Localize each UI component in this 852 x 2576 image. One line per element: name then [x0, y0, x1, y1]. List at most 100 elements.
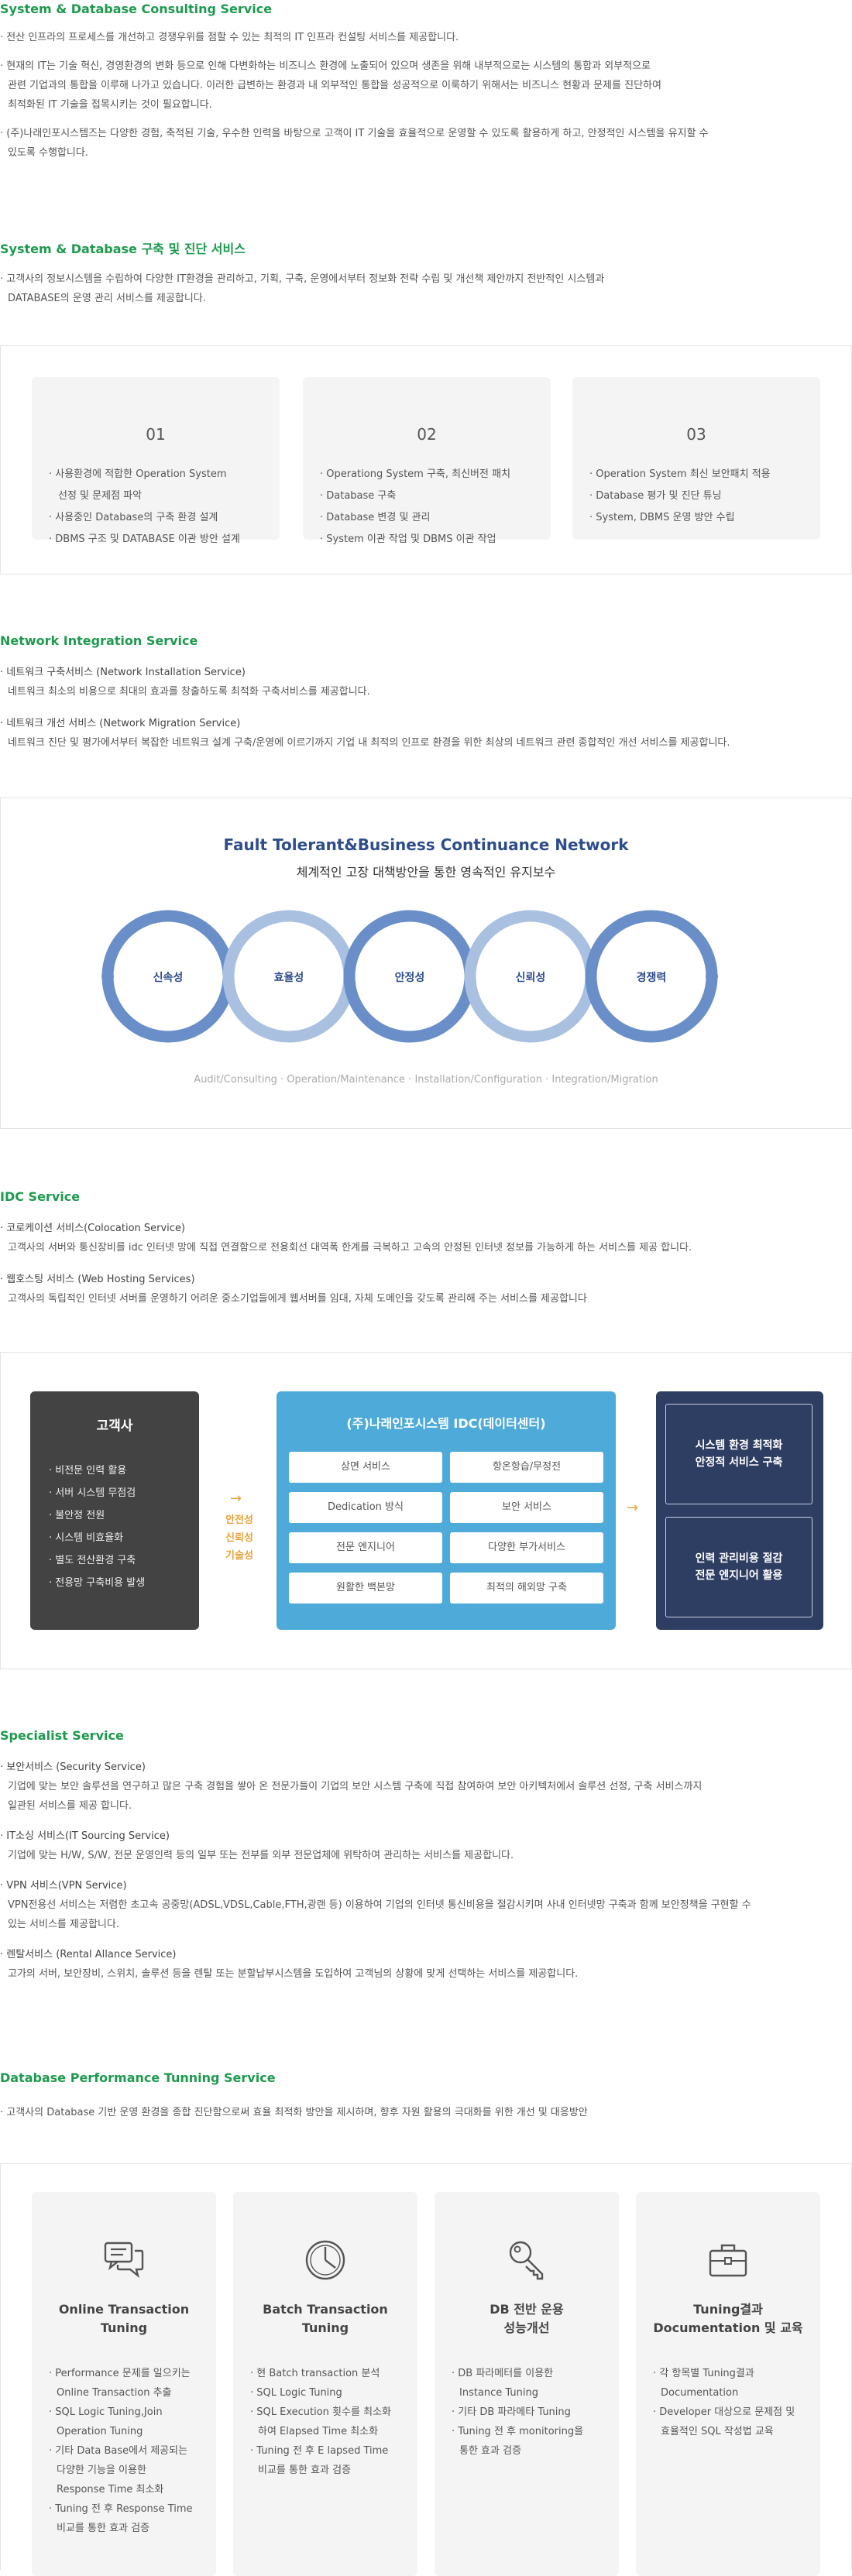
list-item: Database 평가 및 진단 튜닝	[589, 485, 771, 507]
ring-label: 신뢰성	[515, 972, 546, 984]
list-item: 비전문 인력 활용	[49, 1460, 145, 1482]
card-list: 사용환경에 적합한 Operation System 선정 및 문제점 파악 사…	[49, 464, 240, 551]
idc-chip: 항온항습/무정전	[450, 1452, 603, 1483]
diagram-subtitle: 체계적인 고장 대책방안을 통한 영속적인 유지보수	[296, 865, 556, 880]
list-item: DBMS 구조 및 DATABASE 이관 방안 설계	[49, 529, 240, 551]
list-item: 사용환경에 적합한 Operation System	[49, 464, 240, 485]
list-item: Instance Tuning	[459, 2387, 538, 2399]
list-item: SQL Logic Tuning,Join	[49, 2403, 204, 2422]
sysdb-build-line: · 고객사의 정보시스템을 수립하여 다양한 IT환경을 관리하고, 기획, 구…	[0, 273, 605, 285]
card-list: 각 항목별 Tuning결과 Documentation Developer 대…	[653, 2364, 808, 2441]
network-diagram-panel: Fault Tolerant&Business Continuance Netw…	[0, 797, 852, 1129]
idc-desc: · 코로케이션 서비스(Colocation Service) 고객사의 서버와…	[0, 1219, 821, 1309]
result-line: 전문 엔지니어 활용	[695, 1569, 783, 1582]
chat-bubbles-icon	[104, 2242, 144, 2279]
sysdb-build-panel: 01 사용환경에 적합한 Operation System 선정 및 문제점 파…	[0, 345, 852, 575]
list-item: 별도 전산환경 구축	[49, 1549, 145, 1572]
sysdb-consulting-line: 있도록 수행합니다.	[8, 147, 88, 159]
sysdb-card-03: 03 Operation System 최신 보안패치 적용 Database …	[572, 377, 820, 540]
ring-label: 신속성	[153, 972, 184, 984]
specialist-item-desc: 고가의 서버, 보안장비, 스위치, 솔루션 등을 렌탈 또는 분할납부시스템을…	[8, 1968, 579, 1980]
idc-chip: 다양한 부가서비스	[450, 1532, 603, 1563]
list-item: Online Transaction 추출	[57, 2387, 172, 2399]
list-item: SQL Execution 횟수를 최소화	[250, 2403, 405, 2422]
list-item: 사용중인 Database의 구축 환경 설계	[49, 507, 240, 529]
idc-center-title: (주)나래인포시스템 IDC(데이터센터)	[346, 1416, 546, 1431]
specialist-desc: · 보안서비스 (Security Service) 기업에 맞는 보안 솔루션…	[0, 1758, 821, 1984]
mid-label-line: 신뢰성	[225, 1532, 253, 1544]
list-item: 다양한 기능을 이용한	[57, 2465, 146, 2476]
sysdb-consulting-line: · 전산 인프라의 프로세스를 개선하고 경쟁우위를 점할 수 있는 최적의 I…	[0, 32, 459, 43]
mid-label-line: 기술성	[225, 1550, 253, 1562]
result-line: 시스템 환경 최적화	[695, 1439, 783, 1452]
card-list: 현 Batch transaction 분석 SQL Logic Tuning …	[250, 2364, 405, 2480]
result-line: 안정적 서비스 구축	[695, 1456, 783, 1469]
list-item: Tuning 전 후 E lapsed Time	[250, 2441, 405, 2461]
network-item-title: · 네트워크 개선 서비스 (Network Migration Service…	[0, 718, 241, 729]
specialist-item-desc: 일관된 서비스를 제공 합니다.	[8, 1800, 132, 1812]
list-item: 기타 DB 파라메타 Tuning	[452, 2403, 606, 2422]
result-line: 인력 관리비용 절감	[695, 1552, 783, 1565]
specialist-item-desc: 기업에 맞는 보안 솔루션을 연구하고 많은 구축 경험을 쌓아 온 전문가들이…	[8, 1781, 703, 1792]
sysdb-consulting-line: · (주)나래인포시스템즈는 다양한 경험, 축적된 기술, 우수한 인력을 바…	[0, 128, 709, 139]
list-item: 통한 효과 검증	[459, 2445, 522, 2457]
list-item: 전용망 구축비용 발생	[49, 1572, 145, 1594]
list-item: 기타 Data Base에서 제공되는	[49, 2441, 204, 2461]
idc-chip: 원활한 백본망	[289, 1573, 442, 1604]
specialist-item-title: · 보안서비스 (Security Service)	[0, 1761, 146, 1773]
idc-chip: 보안 서비스	[450, 1492, 603, 1523]
list-item: 시스템 비효율화	[49, 1527, 145, 1549]
ring-label: 효율성	[273, 972, 304, 984]
list-item: System 이관 작업 및 DBMS 이관 작업	[320, 529, 510, 551]
sysdb-build-line: DATABASE의 운영 관리 서비스를 제공합니다.	[8, 293, 206, 304]
briefcase-icon	[709, 2244, 747, 2277]
list-item: Tuning 전 후 Response Time	[49, 2499, 204, 2519]
mid-label: 안전성 신뢰성 기술성	[216, 1511, 263, 1565]
sysdb-consulting-desc: · 전산 인프라의 프로세스를 개선하고 경쟁우위를 점할 수 있는 최적의 I…	[0, 28, 821, 163]
dbperf-desc: · 고객사의 Database 기반 운영 환경을 종합 진단함으로써 효율 최…	[0, 2107, 588, 2118]
idc-diagram-panel: 고객사 비전문 인력 활용 서버 시스템 무점검 불안정 전원 시스템 비효율화…	[0, 1352, 852, 1669]
mid-label-line: 안전성	[225, 1514, 253, 1526]
network-item-desc: 네트워크 최소의 비용으로 최대의 효과를 창출하도록 최적화 구축서비스를 제…	[8, 686, 370, 698]
card-number: 02	[417, 425, 437, 444]
list-item: Tuning 전 후 monitoring을	[452, 2422, 606, 2441]
ring-label: 안정성	[394, 972, 425, 984]
customer-title: 고객사	[96, 1418, 133, 1434]
list-item: DB 파라메터를 이용한	[452, 2364, 606, 2383]
idc-chip: Dedication 방식	[289, 1492, 442, 1523]
idc-item-desc: 고객사의 서버와 통신장비를 idc 인터넷 망에 직접 연결함으로 전용회선 …	[8, 1242, 692, 1254]
list-item: Operation System 최신 보안패치 적용	[589, 464, 770, 485]
idc-chip: 전문 엔지니어	[289, 1532, 442, 1563]
section-title-network: Network Integration Service	[0, 633, 198, 648]
card-list: Performance 문제를 일으키는 Online Transaction …	[49, 2364, 204, 2538]
ring-end-dot	[101, 970, 114, 983]
customer-box: 고객사 비전문 인력 활용 서버 시스템 무점검 불안정 전원 시스템 비효율화…	[30, 1391, 199, 1630]
idc-item-title: · 웹호스팅 서비스 (Web Hosting Services)	[0, 1274, 195, 1285]
list-item: Operationg System 구축, 최신버전 패치	[320, 464, 510, 485]
specialist-item-desc: 기업에 맞는 H/W, S/W, 전문 운영인력 등의 일부 또는 전부를 외부…	[8, 1850, 514, 1861]
arrow-right-icon: →	[230, 1490, 242, 1507]
list-item: Response Time 최소화	[57, 2484, 164, 2495]
network-item-desc: 네트워크 진단 및 평가에서부터 복잡한 네트워크 설계 구축/운영에 이르기까…	[8, 737, 730, 749]
list-item: 비교를 통한 효과 검증	[258, 2465, 352, 2476]
list-item: 효율적인 SQL 작성법 교육	[661, 2426, 774, 2437]
sysdb-consulting-line: 관련 기업과의 통합을 이루해 나가고 있습니다. 이러한 급변하는 환경과 내…	[8, 80, 661, 91]
section-title-sysdb-build: System & Database 구축 및 진단 서비스	[0, 242, 246, 256]
section-title-idc: IDC Service	[0, 1189, 81, 1204]
card-list: Operation System 최신 보안패치 적용 Database 평가 …	[589, 464, 771, 529]
list-item: 하여 Elapsed Time 최소화	[258, 2426, 379, 2437]
list-item: 서버 시스템 무점검	[49, 1482, 145, 1504]
list-item: 각 항목별 Tuning결과	[653, 2364, 808, 2383]
arrow-right-icon: →	[627, 1500, 639, 1516]
card-list: Operationg System 구축, 최신버전 패치 Database 구…	[320, 464, 510, 551]
card-list: DB 파라메터를 이용한 Instance Tuning 기타 DB 파라메타 …	[452, 2364, 606, 2461]
